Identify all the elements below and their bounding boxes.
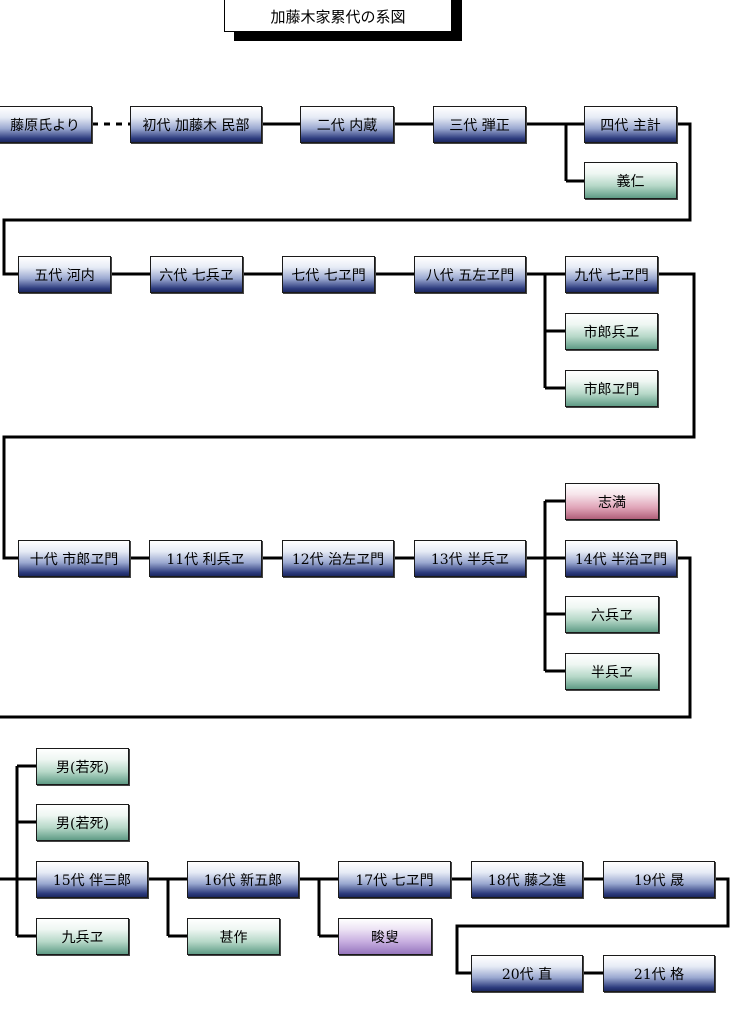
node-rokubee[interactable]: 六兵ヱ [565,596,659,633]
node-gen-12[interactable]: 12代 治左ヱ門 [282,540,394,577]
node-ichiroemon[interactable]: 市郎ヱ門 [565,370,658,407]
connector [455,877,730,975]
node-gen-3[interactable]: 三代 弾正 [433,106,526,143]
node-gen-1[interactable]: 初代 加藤木 民部 [130,106,262,143]
node-gen-11[interactable]: 11代 利兵ヱ [149,540,262,577]
node-gen-18[interactable]: 18代 藤之進 [471,861,583,898]
node-otoko-2[interactable]: 男(若死) [36,804,129,841]
node-gen-5[interactable]: 五代 河内 [18,256,111,293]
connector [2,272,696,560]
node-gen-14[interactable]: 14代 半治ヱ門 [565,540,677,577]
node-gen-9[interactable]: 九代 七ヱ門 [565,256,658,293]
node-gen-6[interactable]: 六代 七兵ヱ [150,256,243,293]
node-gen-8[interactable]: 八代 五左ヱ門 [414,256,526,293]
node-gen-16[interactable]: 16代 新五郎 [187,861,299,898]
node-gen-4[interactable]: 四代 主計 [584,106,677,143]
node-shiman[interactable]: 志満 [565,483,659,520]
connector [0,556,692,719]
node-gen-15[interactable]: 15代 伴三郎 [36,861,148,898]
node-gen-20[interactable]: 20代 直 [471,955,583,992]
connector [2,122,692,276]
diagram-title: 加藤木家累代の系図 [224,0,452,32]
node-gen-19[interactable]: 19代 晟 [603,861,715,898]
node-gen-17[interactable]: 17代 七ヱ門 [338,861,451,898]
node-gen-13[interactable]: 13代 半兵ヱ [414,540,526,577]
node-gen-21[interactable]: 21代 格 [603,955,715,992]
node-kyubee[interactable]: 九兵ヱ [36,918,129,955]
node-shunso[interactable]: 畯叟 [338,918,432,955]
node-gen-10[interactable]: 十代 市郎ヱ門 [18,540,130,577]
node-gen-2[interactable]: 二代 内蔵 [300,106,394,143]
node-otoko-1[interactable]: 男(若死) [36,748,129,785]
node-jinsaku[interactable]: 甚作 [187,918,280,955]
node-gen-7[interactable]: 七代 七ヱ門 [282,256,375,293]
node-fujiwara[interactable]: 藤原氏より [0,106,92,143]
node-ichirobee[interactable]: 市郎兵ヱ [565,313,658,350]
node-yoshihito[interactable]: 義仁 [584,162,677,199]
node-hanbee[interactable]: 半兵ヱ [565,653,659,690]
